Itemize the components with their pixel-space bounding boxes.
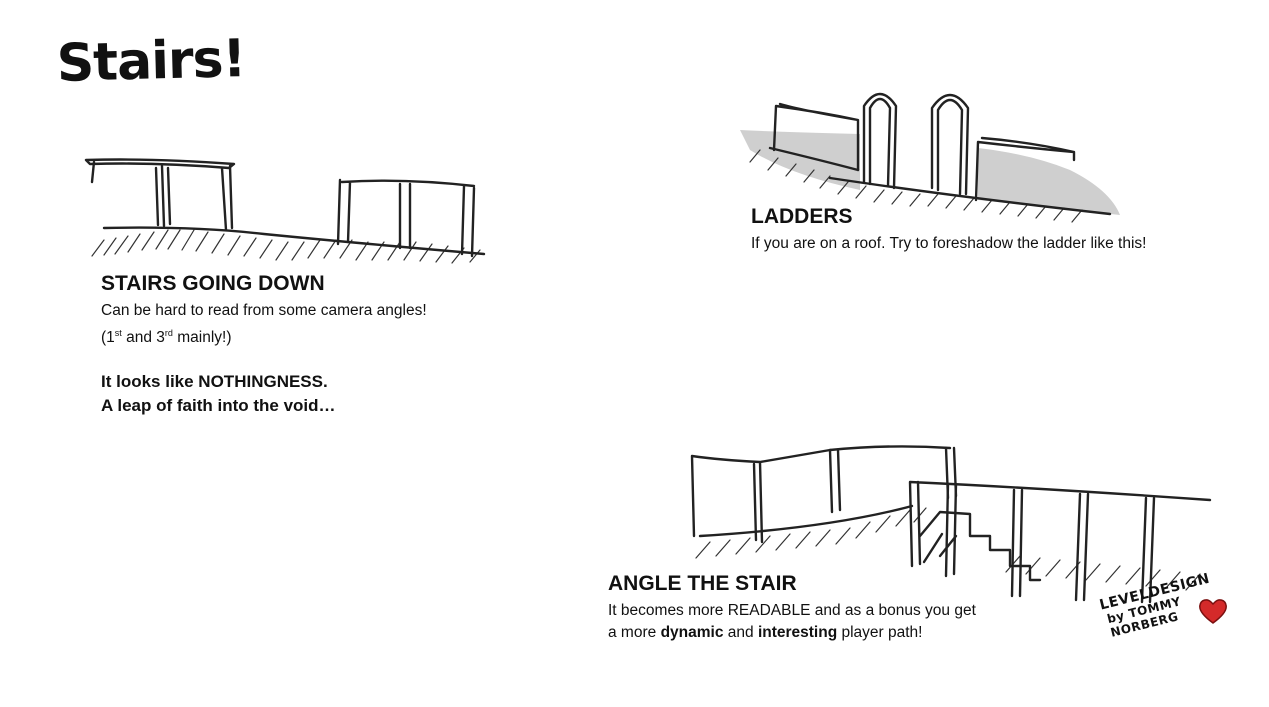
line2-part-b: and 3	[121, 329, 165, 347]
interesting-word: interesting	[757, 624, 838, 641]
floor-hatching	[91, 229, 481, 264]
slide-title: Stairs!	[56, 29, 247, 94]
stairs-down-bold-text: It looks like NOTHINGNESS. A leap of fai…	[101, 370, 336, 418]
roof-shadow-right	[978, 148, 1120, 215]
ladders-heading: LADDERS	[751, 205, 853, 228]
leap-of-faith-line: A leap of faith into the void…	[101, 396, 336, 415]
angle-stair-heading: ANGLE THE STAIR	[608, 572, 797, 595]
dynamic-word: dynamic	[660, 624, 724, 641]
stairs-down-heading: STAIRS GOING DOWN	[101, 272, 325, 295]
roof-shadow-left	[740, 130, 860, 190]
ladders-sketch	[740, 92, 1120, 223]
line2-a: a more	[608, 624, 661, 641]
line2-part-a: (1	[101, 329, 115, 347]
stairs-down-text: Can be hard to read from some camera ang…	[101, 300, 427, 349]
ladders-text: If you are on a roof. Try to foreshadow …	[751, 235, 1147, 252]
stairs-going-down-sketch	[84, 158, 486, 264]
heart-icon	[1199, 599, 1227, 624]
stairs-down-line1: Can be hard to read from some camera ang…	[101, 302, 427, 319]
line2-part-c: mainly!)	[172, 329, 232, 347]
angle-stair-text: It becomes more READABLE and as a bonus …	[608, 600, 976, 644]
line2-d: player path!	[837, 624, 923, 641]
roof-hatching	[749, 149, 1083, 223]
nothingness-line: It looks like NOTHINGNESS.	[101, 372, 328, 391]
sup-st: st	[114, 328, 122, 338]
angle-stair-sketch	[690, 445, 1212, 604]
angle-stair-line2: a more dynamic and interesting player pa…	[608, 622, 976, 644]
line2-c: and	[723, 624, 758, 641]
stairs-down-line2: (1st and 3rd mainly!)	[101, 322, 427, 349]
angle-stair-line1: It becomes more READABLE and as a bonus …	[608, 602, 976, 619]
sup-rd: rd	[164, 328, 173, 338]
